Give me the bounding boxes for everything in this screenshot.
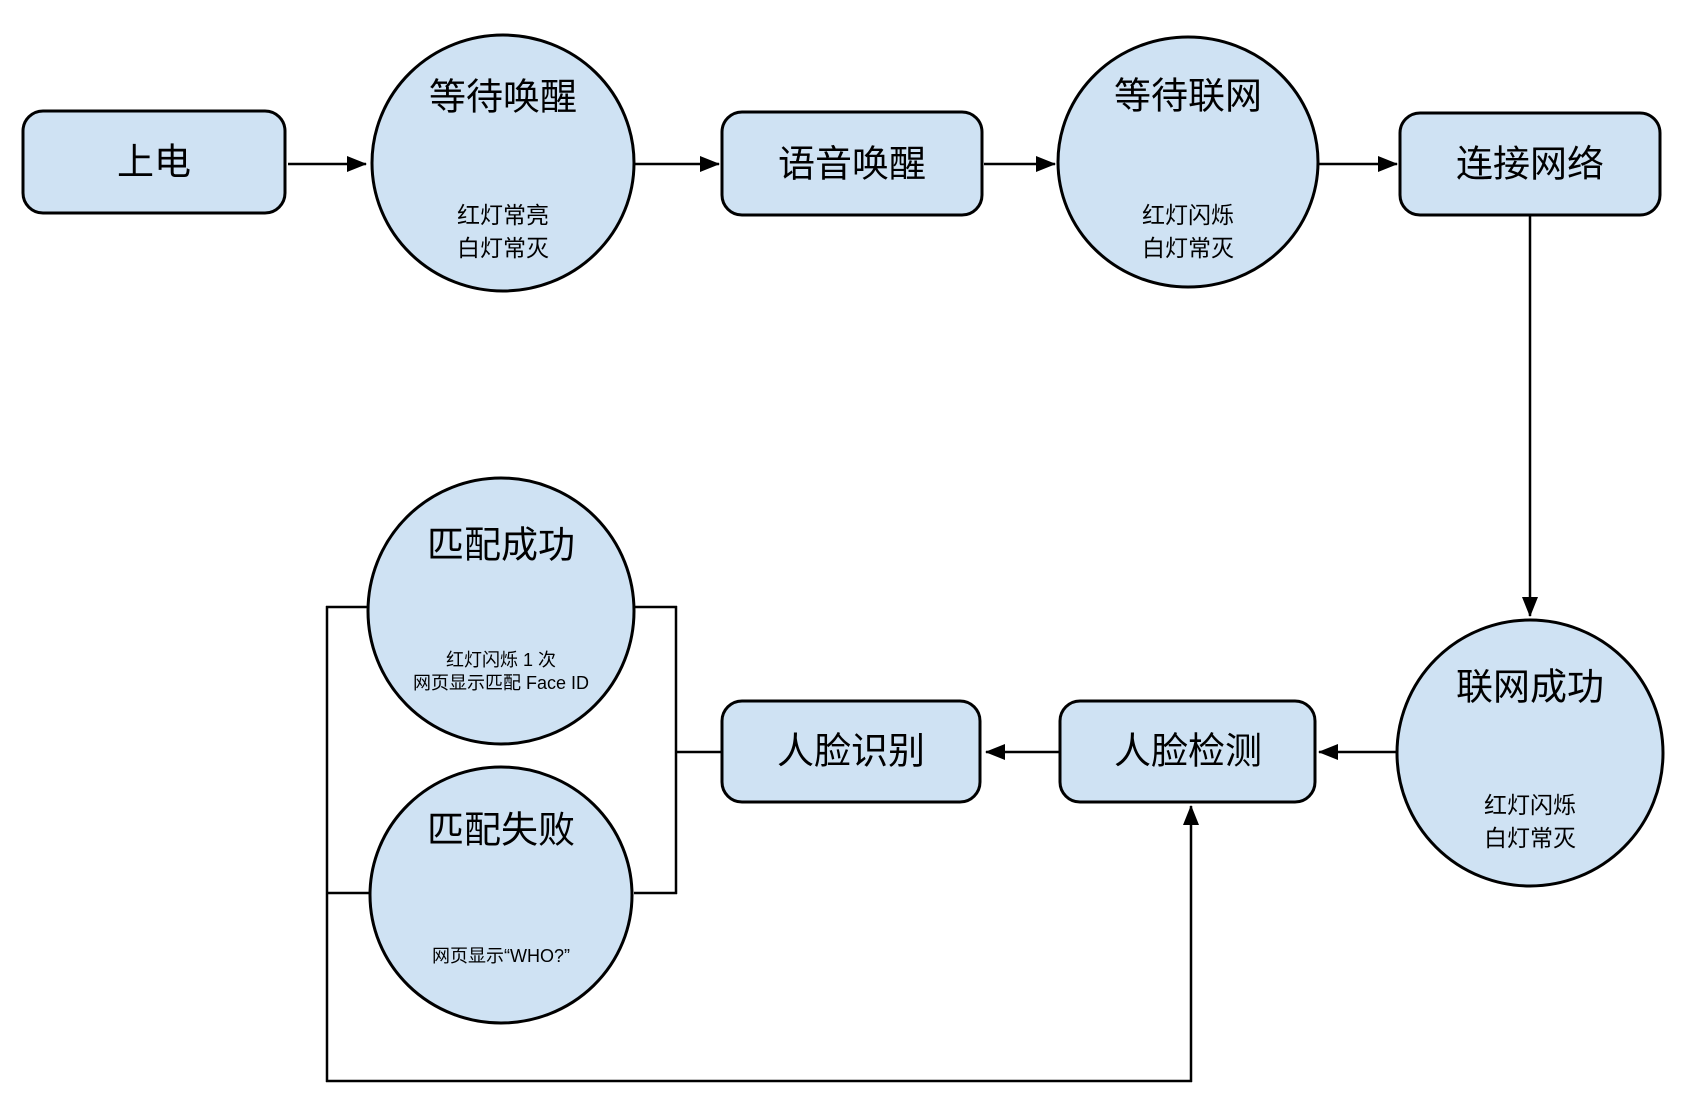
node-match-fail: 匹配失败 网页显示“WHO?” — [368, 765, 634, 1025]
network-success-note-1: 红灯闪烁 — [1484, 792, 1576, 818]
node-network-success: 联网成功 红灯闪烁 白灯常灭 — [1395, 618, 1665, 888]
node-voice-wake: 语音唤醒 — [720, 110, 984, 217]
match-fail-circle — [368, 765, 634, 1025]
network-success-circle — [1395, 618, 1665, 888]
face-recognize-box — [720, 699, 982, 804]
match-success-circle — [366, 476, 636, 746]
match-fail-note-1: 网页显示“WHO?” — [432, 946, 570, 966]
wait-wake-note-1: 红灯常亮 — [457, 202, 549, 228]
match-success-note-2: 网页显示匹配 Face ID — [413, 673, 589, 693]
power-on-label: 上电 — [117, 142, 191, 183]
match-success-label: 匹配成功 — [427, 525, 575, 566]
node-face-detect: 人脸检测 — [1058, 699, 1317, 804]
node-wait-wake: 等待唤醒 红灯常亮 白灯常灭 — [370, 33, 636, 293]
wait-network-label: 等待联网 — [1114, 76, 1262, 117]
wait-wake-circle — [370, 33, 636, 293]
connect-network-box — [1398, 111, 1662, 217]
face-detect-label: 人脸检测 — [1114, 731, 1262, 772]
node-wait-network: 等待联网 红灯闪烁 白灯常灭 — [1056, 35, 1320, 289]
match-success-note-1: 红灯闪烁 1 次 — [446, 650, 556, 670]
wait-wake-label: 等待唤醒 — [429, 77, 577, 118]
node-face-recognize: 人脸识别 — [720, 699, 982, 804]
network-success-label: 联网成功 — [1456, 667, 1604, 708]
face-recognize-label: 人脸识别 — [777, 731, 925, 772]
wait-network-circle — [1056, 35, 1320, 289]
node-connect-network: 连接网络 — [1398, 111, 1662, 217]
connect-network-label: 连接网络 — [1456, 144, 1604, 185]
edges — [288, 156, 1538, 1083]
match-fail-label: 匹配失败 — [427, 810, 575, 851]
power-on-box — [21, 109, 287, 215]
face-detect-box — [1058, 699, 1317, 804]
wait-network-note-1: 红灯闪烁 — [1142, 202, 1234, 228]
wait-wake-note-2: 白灯常灭 — [457, 235, 549, 261]
node-match-success: 匹配成功 红灯闪烁 1 次 网页显示匹配 Face ID — [366, 476, 636, 746]
voice-wake-label: 语音唤醒 — [778, 144, 926, 185]
network-success-note-2: 白灯常灭 — [1484, 825, 1576, 851]
wait-network-note-2: 白灯常灭 — [1142, 235, 1234, 261]
node-power-on: 上电 — [21, 109, 287, 215]
voice-wake-box — [720, 110, 984, 217]
